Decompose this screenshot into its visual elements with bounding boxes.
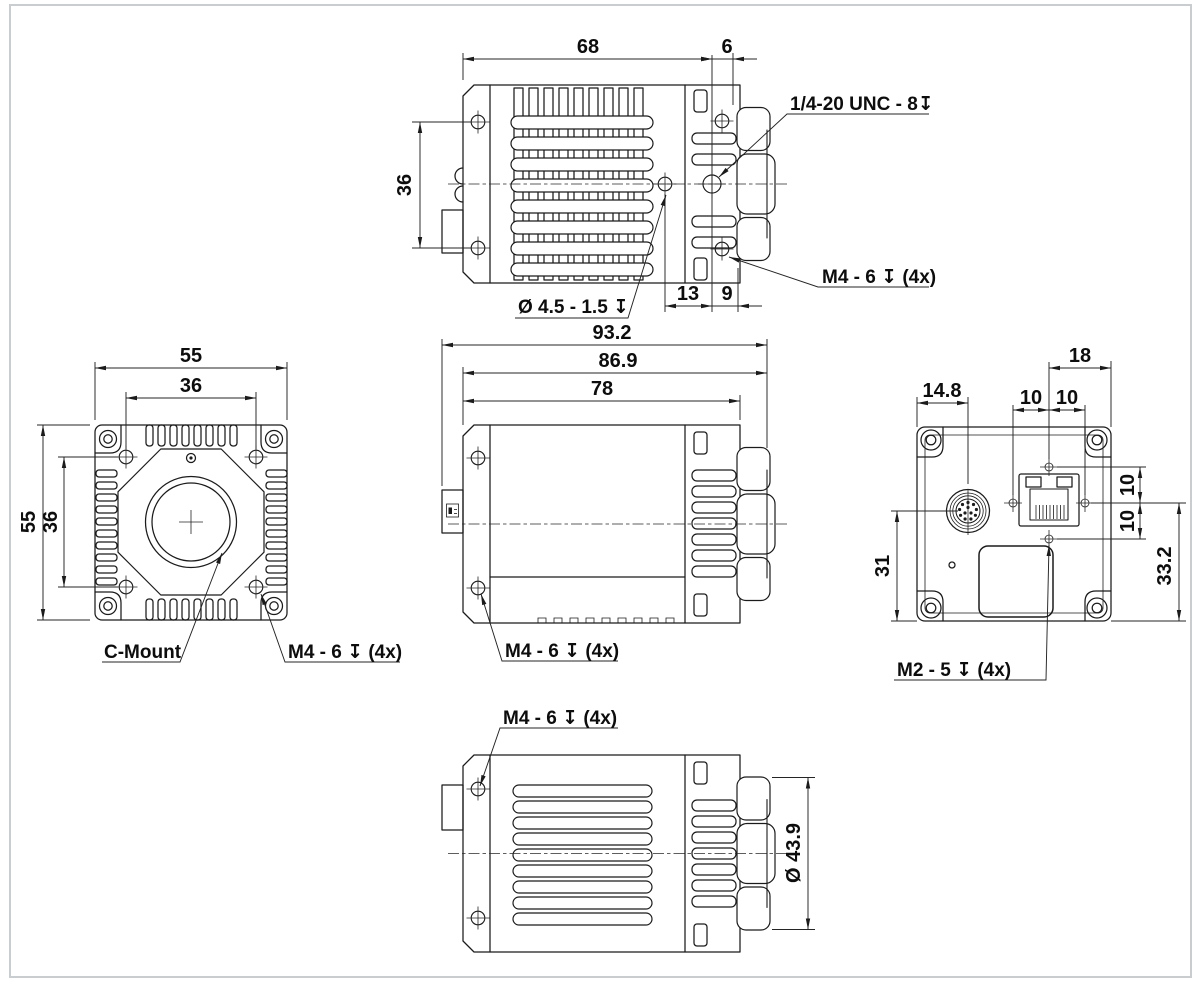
side-serration	[537, 617, 675, 624]
dim-side-overall: 93.2	[593, 322, 632, 344]
dim-rear-hole-right: 10	[1056, 387, 1078, 409]
dim-side-housing: 78	[591, 378, 613, 400]
front-pin-hole	[185, 452, 197, 464]
side-view: 93.2 86.9 78 M4 - 6 ↧ (4x)	[441, 322, 788, 662]
callout-front-m4: M4 - 6 ↧ (4x)	[288, 642, 402, 663]
top-heatsink-fins	[510, 87, 654, 281]
callout-pin-hole: Ø 4.5 - 1.5 ↧	[518, 297, 629, 318]
callout-tripod-thread: 1/4-20 UNC - 8↧	[790, 94, 934, 115]
label-recess	[978, 545, 1054, 618]
lens-opening	[144, 475, 238, 569]
callout-rear-m2: M2 - 5 ↧ (4x)	[897, 660, 1011, 681]
front-view: 55 36 55 36 C-Mount M4 - 6 ↧ (4x)	[18, 345, 402, 663]
callout-bottom-m4: M4 - 6 ↧ (4x)	[503, 708, 617, 729]
corner-screw-bosses	[98, 429, 284, 616]
callout-side-m4: M4 - 6 ↧ (4x)	[505, 641, 619, 662]
bottom-view: Ø 43.9 M4 - 6 ↧ (4x)	[441, 708, 815, 953]
dim-rear-hole-left: 10	[1020, 387, 1042, 409]
m4-hole	[465, 575, 491, 601]
top-view: 68 6 36 13 9 1/4-20 UNC - 8↧ M4 - 6 ↧ (4…	[394, 36, 936, 319]
page-frame	[9, 4, 1192, 978]
dim-bottom-lens-diameter: Ø 43.9	[783, 823, 805, 883]
rj45-port	[1018, 473, 1080, 527]
dim-front-hole-spacing-v: 36	[40, 511, 62, 533]
front-edge-fins	[95, 424, 288, 621]
rear-view: 18 14.8 10 10 10 10 31 33.2 M2 - 5 ↧ (4x…	[872, 345, 1186, 681]
dim-rear-jack-to-edge: 18	[1069, 345, 1091, 367]
bottom-front-fin-block	[684, 754, 737, 953]
dim-top-width: 68	[577, 36, 599, 58]
top-view-outline	[462, 84, 741, 284]
dim-top-offset: 6	[721, 36, 732, 58]
dim-rear-connector-height: 31	[872, 555, 894, 577]
callout-top-m4: M4 - 6 ↧ (4x)	[822, 267, 936, 288]
status-led	[948, 561, 956, 569]
m4-hole	[465, 776, 491, 802]
m4-hole	[709, 108, 735, 134]
dim-rear-jack-height: 33.2	[1154, 547, 1176, 586]
dim-rear-connector-offset: 14.8	[923, 380, 962, 402]
m4-hole	[465, 905, 491, 931]
bottom-outline	[462, 754, 741, 953]
dim-side-body: 86.9	[599, 350, 638, 372]
m2-hole	[1039, 457, 1059, 477]
dim-front-height: 55	[18, 511, 40, 533]
dim-top-13: 13	[677, 283, 699, 305]
top-front-fin-block	[684, 84, 737, 284]
bottom-connector-bump	[441, 784, 464, 831]
dim-top-9: 9	[721, 283, 732, 305]
dim-top-hole-spacing: 36	[394, 174, 416, 196]
dim-front-hole-spacing-h: 36	[180, 375, 202, 397]
side-connector-bump	[441, 489, 464, 534]
dim-rear-hole-upper: 10	[1117, 474, 1139, 496]
callout-c-mount: C-Mount	[104, 642, 182, 663]
top-view-connector-bump	[441, 209, 464, 254]
bottom-vent-slots	[512, 784, 653, 926]
side-front-fin-block	[684, 424, 737, 624]
corner-screw-bosses	[920, 429, 1108, 619]
side-outline	[462, 424, 741, 624]
dim-front-width: 55	[180, 345, 202, 367]
dim-rear-hole-lower: 10	[1117, 510, 1139, 532]
rear-outline	[916, 426, 1112, 622]
m4-hole	[465, 445, 491, 471]
